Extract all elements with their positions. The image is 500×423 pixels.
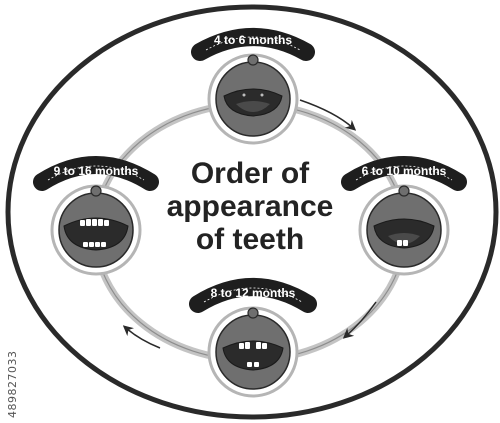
stock-id-watermark: 489827033 [2,300,22,420]
diagram-title-line-1: Order of [191,157,310,190]
stage-6-to-10-months [358,184,450,276]
badge-4-to-6-months: 4 to 6 months [191,28,315,61]
lower-tooth [101,242,106,247]
upper-tooth [245,342,250,349]
upper-tooth [80,220,85,226]
lower-tooth [89,242,94,247]
lower-tooth [247,362,252,367]
lower-tooth [95,242,100,247]
lower-tooth [403,240,408,246]
arrow-top-right [299,99,357,131]
stage-label: 6 to 10 months [362,164,447,178]
stage-8-to-12-months [207,306,299,398]
badge-6-to-10-months: 6 to 10 months [341,156,467,191]
upper-tooth [86,219,91,226]
arrow-bottom-right [342,301,377,339]
lower-tooth [397,240,402,246]
upper-tooth [262,343,267,349]
outer-frame [5,4,499,420]
diagram-title-line-3: of teeth [196,223,304,256]
upper-tooth [256,342,261,349]
lower-tooth [254,362,259,367]
stage-label: 8 to 12 months [211,286,296,300]
open-mouth [63,217,129,251]
upper-tooth [98,219,103,226]
badge-8-to-12-months: 8 to 12 months [189,278,317,313]
lower-tooth [83,242,88,247]
upper-tooth [104,220,109,226]
upper-tooth [92,219,97,226]
open-mouth [222,340,284,371]
diagram-title-line-2: appearance [167,190,334,223]
stock-id-text: 489827033 [6,350,19,419]
upper-tooth [239,343,244,349]
stage-label: 4 to 6 months [214,33,292,47]
badge-9-to-16-months: 9 to 16 months [33,156,159,191]
arrow-bottom-left [122,325,161,349]
stage-4-to-6-months [207,53,299,145]
stage-9-to-16-months [50,184,142,276]
stage-label: 9 to 16 months [54,164,139,178]
